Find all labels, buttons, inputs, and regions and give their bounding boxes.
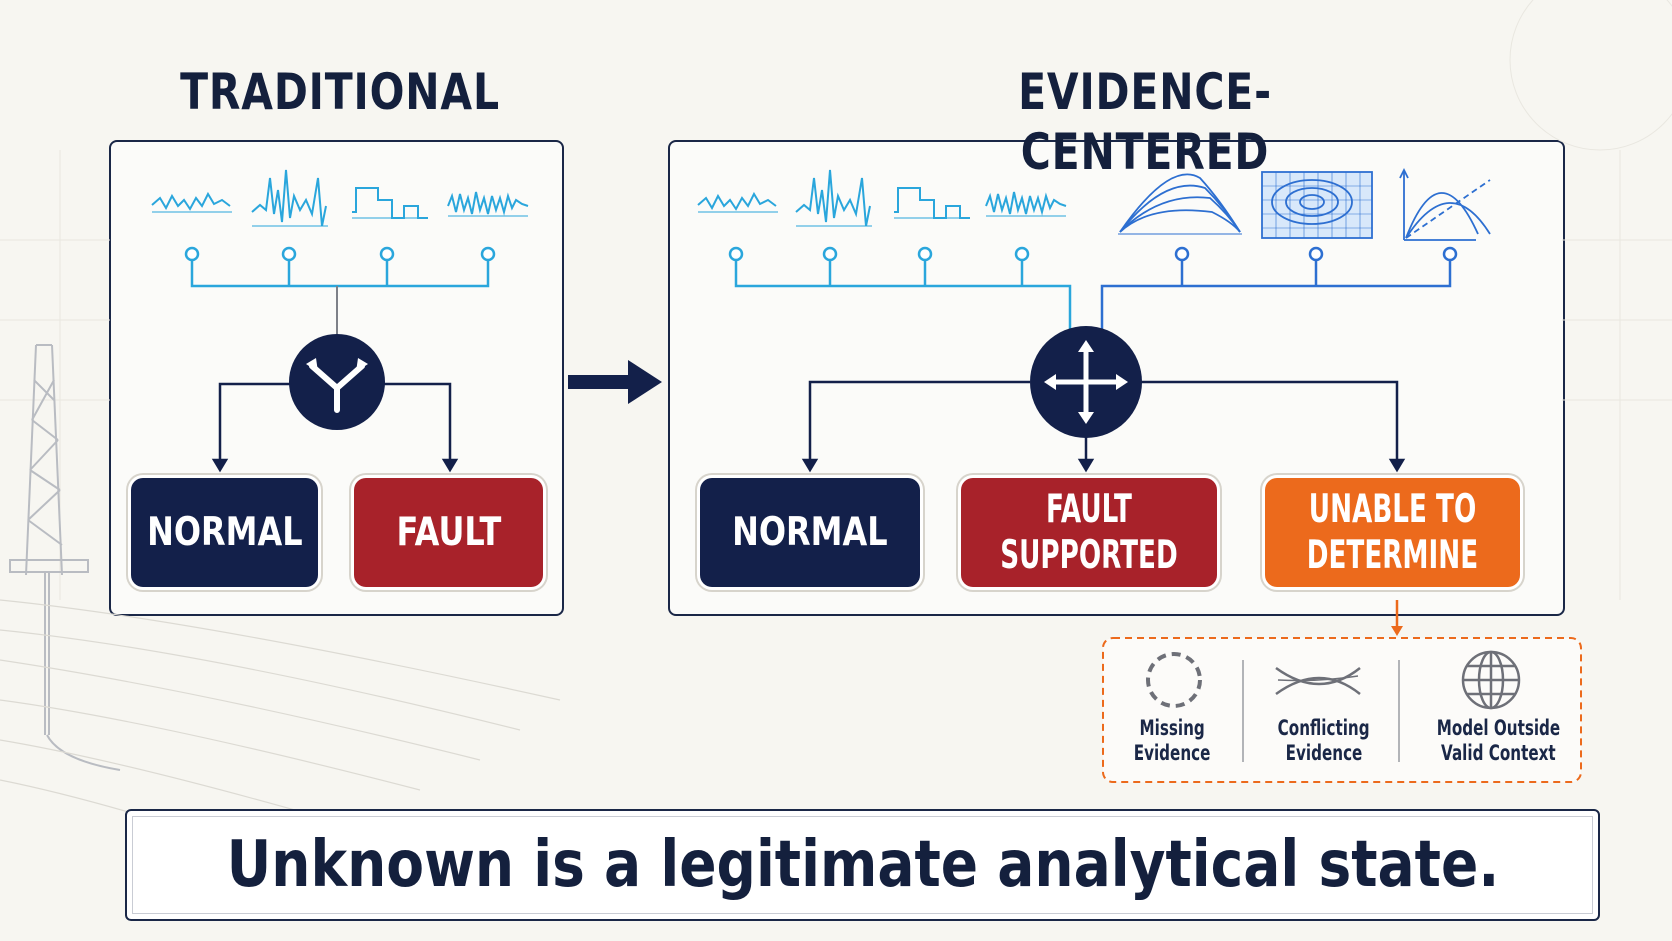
signal-waveform-2 [251,169,327,227]
outcome-label: FAULT [396,509,501,555]
reason-line1: Missing [1139,716,1205,740]
arrow-right-icon [568,360,662,404]
signal-waveform-3 [894,187,970,219]
model-plot-group [1118,167,1491,241]
outcome-label: NORMAL [732,509,888,555]
title-traditional: TRADITIONAL [180,63,500,121]
outcome-fault-traditional: FAULT [354,478,543,587]
orange-connector [1391,600,1403,636]
title-evidence-centered: EVIDENCE-CENTERED [1018,63,1272,181]
three-way-decision-icon [1030,326,1142,438]
signal-waveform-2 [795,169,871,227]
strata-lines [0,599,561,851]
outcome-fault-supported: FAULT SUPPORTED [961,478,1217,587]
conclusion-banner: Unknown is a legitimate analytical state… [125,809,1600,921]
outcome-label-line2: SUPPORTED [1000,532,1178,578]
evidence-branch-lines [801,380,1406,473]
reason-line2: Evidence [1133,741,1211,765]
outcome-normal-traditional: NORMAL [131,478,318,587]
outcome-unable-to-determine: UNABLE TO DETERMINE [1265,478,1520,587]
traditional-signal-group [151,169,529,227]
split-decision-icon [289,334,385,430]
traditional-branch-lines [211,382,459,473]
traditional-connectors [184,246,496,288]
globe-icon [1461,650,1521,710]
evidence-signal-connectors [728,246,1072,330]
reason-line2: Valid Context [1441,741,1556,765]
reason-line2: Evidence [1285,741,1362,765]
signal-waveform-4 [447,191,529,216]
signal-waveform-4 [985,191,1067,216]
outcome-label-line1: FAULT [1046,486,1132,532]
conclusion-text: Unknown is a legitimate analytical state… [226,828,1499,902]
signal-waveform-1 [697,191,777,211]
outcome-label-line1: UNABLE TO [1308,486,1477,532]
contour-map-plot [1261,171,1373,239]
reason-line1: Model Outside [1436,716,1561,740]
response-curve-plot [1399,167,1491,241]
outcome-normal-evidence: NORMAL [700,478,920,587]
signal-waveform-1 [151,191,231,211]
signal-waveform-3 [352,187,428,219]
curve-family-plot [1118,173,1242,235]
reasons-box [1102,637,1582,783]
evidence-signal-group [697,169,1067,227]
crossing-curves-icon [1275,666,1361,696]
model-connectors [1100,246,1458,330]
outcome-label: NORMAL [146,509,303,555]
outcome-label-line2: DETERMINE [1306,532,1479,578]
reason-line1: Conflicting [1277,716,1370,740]
dashed-circle-icon [1146,652,1202,708]
drilling-rig-icon [9,344,121,771]
